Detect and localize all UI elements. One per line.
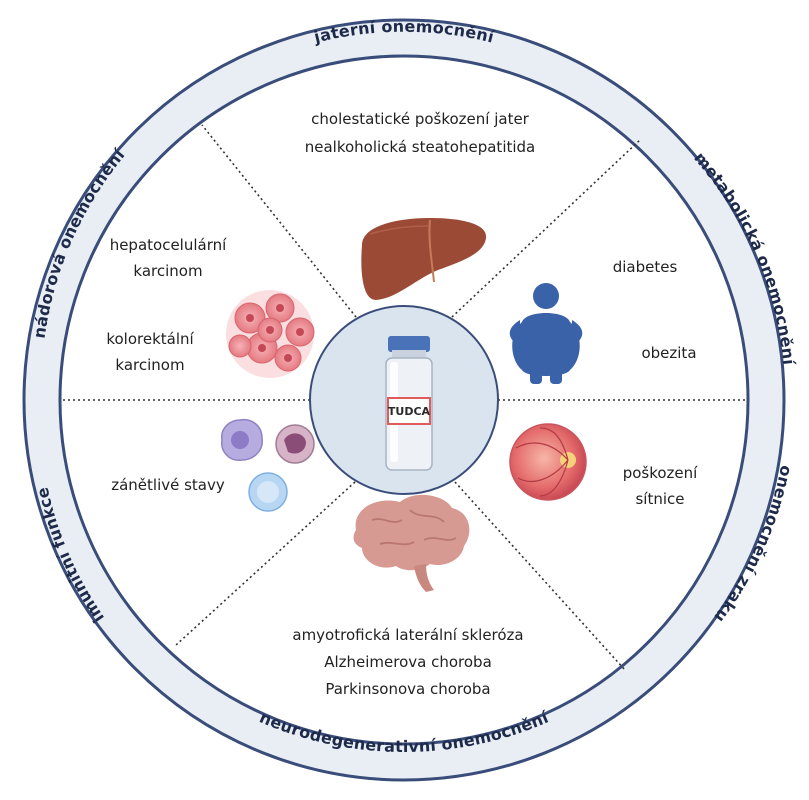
immune-cells-icon — [221, 418, 315, 512]
center-hub: TUDCA — [309, 305, 499, 495]
eye-text-line-1: poškození — [623, 464, 698, 482]
segment-neuro: amyotrofická laterální skleróza Alzheime… — [292, 494, 524, 698]
tumor-cells-icon — [226, 290, 315, 378]
liver-text-line-2: nealkoholická steatohepatitida — [305, 138, 536, 156]
liver-text-line-1: cholestatické poškození jater — [311, 110, 530, 128]
brain-icon — [353, 494, 470, 592]
retina-icon — [509, 423, 587, 501]
segment-tumor: hepatocelulární karcinom kolorektální ka… — [106, 236, 315, 378]
tumor-group1-line-1: hepatocelulární — [110, 236, 227, 254]
segment-metabolic: diabetes obezita — [509, 258, 697, 384]
vial-label: TUDCA — [388, 405, 431, 418]
neuro-text-line-1: amyotrofická laterální skleróza — [292, 626, 523, 644]
monocyte-cell — [275, 424, 315, 464]
liver-icon — [361, 218, 487, 300]
neuro-text-line-2: Alzheimerova choroba — [324, 653, 492, 671]
vial-icon: TUDCA — [385, 336, 433, 471]
metabolic-item-diabetes: diabetes — [613, 258, 678, 276]
lymphocyte-cell — [248, 472, 288, 512]
segment-eye: poškození sítnice — [509, 423, 698, 508]
tumor-group2-line-2: karcinom — [115, 356, 184, 374]
segment-immune: zánětlivé stavy — [111, 418, 315, 512]
tumor-group1-line-2: karcinom — [133, 262, 202, 280]
metabolic-item-obesity: obezita — [641, 344, 696, 362]
neuro-text-line-3: Parkinsonova choroba — [325, 680, 490, 698]
eye-text-line-2: sítnice — [635, 490, 684, 508]
segment-liver: cholestatické poškození jater nealkoholi… — [305, 110, 536, 300]
obese-person-icon — [509, 283, 583, 384]
immune-item-inflammation: zánětlivé stavy — [111, 476, 225, 494]
macrophage-cell — [221, 418, 263, 461]
tumor-group2-line-1: kolorektální — [106, 330, 194, 348]
segment-dividers — [60, 124, 748, 671]
